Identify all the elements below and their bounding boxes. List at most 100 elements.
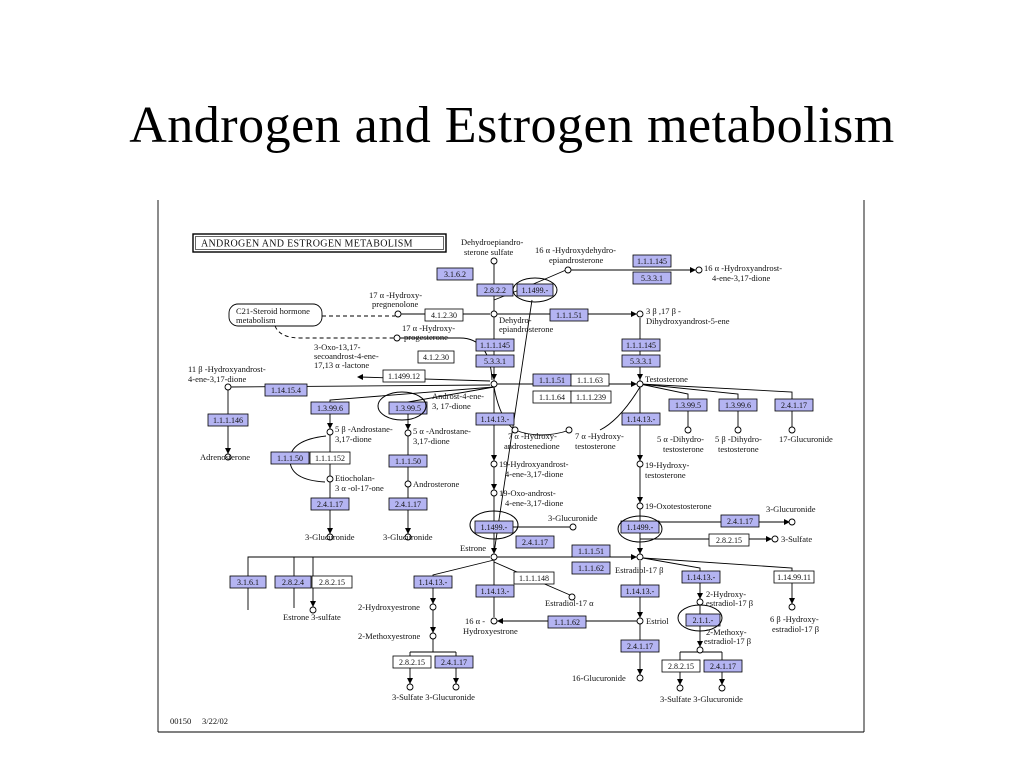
compound-label: 16 α -Hydroxydehydro- bbox=[535, 245, 616, 255]
compound-label: estradiol-17 β bbox=[706, 598, 753, 608]
enzyme-label: 1.1.1.63 bbox=[577, 376, 603, 385]
compound-label: Dehydroepiandro- bbox=[461, 237, 523, 247]
compound-label: Androsterone bbox=[413, 479, 459, 489]
compound-label: testosterone bbox=[645, 470, 686, 480]
enzyme-box: 1.1499.12 bbox=[382, 369, 426, 383]
compound-label: C21-Steroid hormone bbox=[236, 306, 310, 316]
enzyme-box: 3.1.6.1 bbox=[229, 575, 267, 589]
compound-label: 19-Hydroxyandrost- bbox=[499, 459, 569, 469]
compound-label: 4-ene-3,17-dione bbox=[505, 469, 564, 479]
enzyme-box: 5.3.3.1 bbox=[632, 271, 672, 285]
enzyme-label: 1.1.1.145 bbox=[626, 341, 656, 350]
footer-date: 3/22/02 bbox=[202, 716, 228, 726]
compound-label: estradiol-17 β bbox=[772, 624, 819, 634]
enzyme-box: 1.1.1.51 bbox=[532, 373, 572, 387]
enzyme-box: 4.1.2.30 bbox=[417, 350, 455, 364]
arrowheads bbox=[225, 267, 795, 685]
compound-label: 3-Oxo-13,17- bbox=[314, 342, 361, 352]
compound-label: 5 β -Androstane- bbox=[335, 424, 393, 434]
footer-code: 00150 bbox=[170, 716, 191, 726]
enzyme-box: 1.14.99.11 bbox=[773, 570, 815, 584]
enzyme-box: 1.1.1.145 bbox=[632, 254, 672, 268]
enzyme-label: 4.1.2.30 bbox=[431, 311, 457, 320]
compound-label: Estrone bbox=[460, 543, 486, 553]
compound-label: pregnenolone bbox=[372, 299, 418, 309]
compound-label: 4-ene-3,17-dione bbox=[188, 374, 247, 384]
enzyme-box: 1.1.1.62 bbox=[571, 561, 611, 575]
enzyme-label: 3.1.6.2 bbox=[444, 270, 466, 279]
enzyme-box: 5.3.3.1 bbox=[621, 354, 661, 368]
enzyme-label: 1.14.13.- bbox=[626, 587, 655, 596]
enzyme-box: 2.1.1.- bbox=[685, 613, 721, 627]
enzyme-box: 1.1.1.64 bbox=[532, 390, 572, 404]
enzyme-label: 1.14.13.- bbox=[481, 415, 510, 424]
compound-label: 16 α -Hydroxyandrost- bbox=[704, 263, 782, 273]
map-title: ANDROGEN AND ESTROGEN METABOLISM bbox=[201, 239, 413, 250]
compound-label: 3-Sulfate 3-Glucuronide bbox=[392, 692, 475, 702]
compound-label: Etiocholan- bbox=[335, 473, 375, 483]
enzyme-label: 2.8.2.4 bbox=[282, 578, 304, 587]
enzyme-label: 3.1.6.1 bbox=[237, 578, 259, 587]
compound-label: 3,17-dione bbox=[335, 434, 372, 444]
enzyme-box: 1.3.99.5 bbox=[668, 398, 708, 412]
enzyme-label: 1.1.1.145 bbox=[480, 341, 510, 350]
compound-label: 19-Oxo-androst- bbox=[499, 488, 556, 498]
enzyme-box: 1.14.13.- bbox=[475, 412, 515, 426]
compound-label: testosterone bbox=[575, 441, 616, 451]
enzyme-label: 1.1.1.152 bbox=[315, 454, 345, 463]
enzyme-box: 1.1.1.51 bbox=[549, 308, 589, 322]
enzyme-label: 1.1.1.148 bbox=[519, 574, 549, 583]
compound-label: 2-Hydroxy- bbox=[706, 589, 746, 599]
enzyme-label: 1.1.1.50 bbox=[277, 454, 303, 463]
enzyme-box: 1.1.1.239 bbox=[570, 390, 612, 404]
enzyme-box: 1.14.13.- bbox=[681, 570, 721, 584]
enzyme-box: 1.1.1.63 bbox=[570, 373, 610, 387]
enzyme-box: 2.4.1.17 bbox=[720, 514, 760, 528]
enzyme-box: 1.1.1.152 bbox=[309, 451, 351, 465]
compound-label: 3-Glucuronide bbox=[383, 532, 433, 542]
compound-label: 3-Sulfate 3-Glucuronide bbox=[660, 694, 743, 704]
enzyme-label: 2.8.2.15 bbox=[319, 578, 345, 587]
enzyme-box: 1.14.13.- bbox=[475, 584, 515, 598]
enzyme-label: 1.1499.- bbox=[627, 523, 654, 532]
compound-label: progesterone bbox=[404, 332, 448, 342]
enzyme-label: 2.8.2.15 bbox=[399, 658, 425, 667]
compound-label: 3, 17-dione bbox=[432, 401, 471, 411]
enzyme-box: 5.3.3.1 bbox=[475, 354, 515, 368]
compound-label: sterone sulfate bbox=[464, 247, 514, 257]
compound-label: Dehydro- bbox=[499, 315, 532, 325]
compound-label: 5 α -Dihydro- bbox=[657, 434, 704, 444]
compound-label: epiandrosterone bbox=[499, 324, 554, 334]
compound-label: 3 α -ol-17-one bbox=[335, 483, 384, 493]
enzyme-box: 2.4.1.17 bbox=[620, 639, 660, 653]
enzyme-box: 2.8.2.15 bbox=[392, 655, 432, 669]
enzyme-label: 1.1.1.51 bbox=[539, 376, 565, 385]
compound-label: Estradiol-17 α bbox=[545, 598, 594, 608]
enzyme-label: 1.3.99.5 bbox=[675, 401, 701, 410]
enzyme-label: 2.4.1.17 bbox=[395, 500, 421, 509]
enzyme-box: 2.8.2.2 bbox=[476, 283, 514, 297]
enzyme-label: 1.14.13.- bbox=[419, 578, 448, 587]
enzyme-label: 1.1.1.145 bbox=[637, 257, 667, 266]
compound-label: 2-Methoxyestrone bbox=[358, 631, 421, 641]
enzyme-box: 2.4.1.17 bbox=[310, 497, 350, 511]
enzyme-label: 4.1.2.30 bbox=[423, 353, 449, 362]
enzyme-box: 1.1.1.50 bbox=[270, 451, 310, 465]
enzyme-box: 4.1.2.30 bbox=[424, 308, 464, 322]
compound-label: 3-Sulfate bbox=[781, 534, 812, 544]
compound-label: 5 α -Androstane- bbox=[413, 426, 471, 436]
enzyme-label: 2.8.2.15 bbox=[668, 662, 694, 671]
compound-label: 17,13 α -lactone bbox=[314, 360, 369, 370]
enzyme-boxes: 3.1.6.2 2.8.2.2 1.1499.- 1.1.1.145 5.3.3… bbox=[207, 254, 815, 673]
enzyme-label: 2.4.1.17 bbox=[441, 658, 467, 667]
compound-label: testosterone bbox=[718, 444, 759, 454]
enzyme-box: 2.8.2.15 bbox=[311, 575, 353, 589]
compound-label: androstenedione bbox=[504, 441, 560, 451]
enzyme-label: 2.8.2.2 bbox=[484, 286, 506, 295]
compound-label: 7 α -Hydroxy- bbox=[508, 431, 557, 441]
compound-label: Hydroxyestrone bbox=[463, 626, 518, 636]
compound-label: metabolism bbox=[236, 315, 276, 325]
enzyme-box: 1.3.99.6 bbox=[718, 398, 758, 412]
compound-label: 16-Glucuronide bbox=[572, 673, 626, 683]
